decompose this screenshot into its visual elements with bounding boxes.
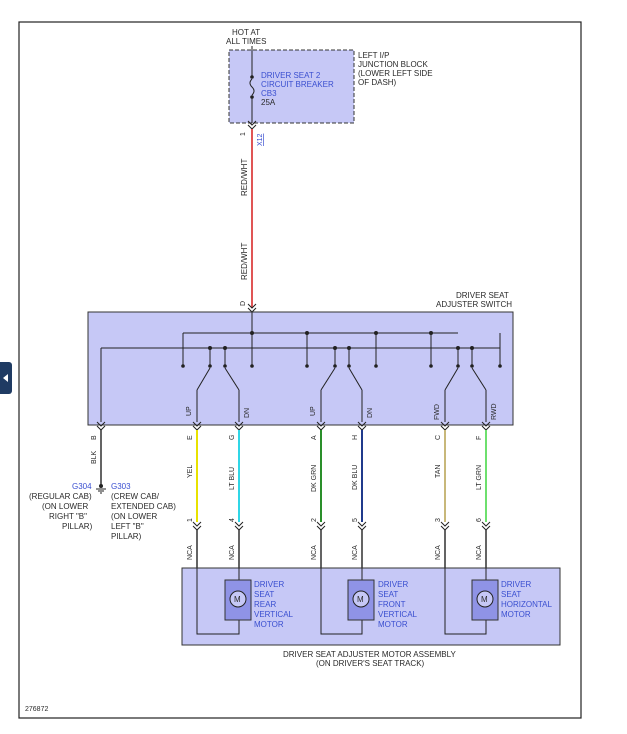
ground-g304[interactable]: G304 (72, 482, 92, 491)
pin-f: F (476, 436, 483, 440)
motor-1-label-3: REAR (254, 600, 276, 609)
dir-label-front-dn: DN (367, 408, 374, 418)
nca-3: NCA (311, 545, 318, 560)
wire-label-yel: YEL (187, 465, 194, 478)
diagram-frame (18, 21, 582, 719)
pin-c: C (435, 435, 442, 440)
motor-3-label-1: DRIVER (501, 580, 531, 589)
nca-1: NCA (187, 545, 194, 560)
nca-6: NCA (476, 545, 483, 560)
chevron-left-icon (3, 374, 8, 382)
motor-3-label-2: SEAT (501, 590, 521, 599)
nca-5: NCA (435, 545, 442, 560)
motor-1-label-4: VERTICAL (254, 610, 294, 619)
g303-desc-4: LEFT "B" (111, 522, 144, 531)
dir-label-rear-up: UP (186, 406, 193, 416)
wire-label-tan: TAN (435, 465, 442, 478)
driver-seat-adjuster-switch (87, 311, 514, 426)
breaker-name-2: CIRCUIT BREAKER (261, 80, 334, 89)
wire-label-blk: BLK (91, 450, 98, 464)
motor-pin-4: 4 (229, 518, 236, 522)
dir-label-rwd: RWD (491, 403, 498, 420)
connector-x12[interactable]: X12 (257, 133, 264, 146)
breaker-rating: 25A (261, 98, 276, 107)
motor-1-label-1: DRIVER (254, 580, 284, 589)
g304-desc-3: RIGHT "B" (49, 512, 87, 521)
motor-2-symbol: M (357, 595, 364, 604)
wire-label-dk-blu: DK BLU (352, 465, 359, 490)
switch-title-1: DRIVER SEAT (456, 291, 509, 300)
circuit-breaker-icon (249, 78, 255, 96)
dir-label-rear-dn: DN (244, 408, 251, 418)
pin-e: E (187, 435, 194, 440)
breaker-name-1: DRIVER SEAT 2 (261, 71, 321, 80)
motor-pin-3: 3 (435, 518, 442, 522)
breaker-name-3: CB3 (261, 89, 277, 98)
motor-pin-6: 6 (476, 518, 483, 522)
dir-label-front-up: UP (310, 406, 317, 416)
pin-a: A (311, 435, 318, 440)
g304-desc-1: (REGULAR CAB) (29, 492, 92, 501)
wire-label-lt-blu: LT BLU (229, 467, 236, 490)
g304-desc-2: (ON LOWER (42, 502, 88, 511)
junction-block-label-3: (LOWER LEFT SIDE (358, 69, 433, 78)
motor-1-label-5: MOTOR (254, 620, 284, 629)
ground-icon (96, 488, 106, 494)
motor-icon (229, 590, 247, 608)
g303-desc-1: (CREW CAB/ (111, 492, 160, 501)
nca-4: NCA (352, 545, 359, 560)
breaker-pin: 1 (240, 132, 247, 136)
hot-label-line2: ALL TIMES (226, 37, 266, 46)
motor-2-label-3: FRONT (378, 600, 406, 609)
nca-2: NCA (229, 545, 236, 560)
switch-title-2: ADJUSTER SWITCH (436, 300, 512, 309)
hot-label-line1: HOT AT (232, 28, 260, 37)
motor-icon (476, 590, 494, 608)
motor-1-label-2: SEAT (254, 590, 274, 599)
motor-3-label-3: HORIZONTAL (501, 600, 553, 609)
junction-block-label-1: LEFT I/P (358, 51, 389, 60)
assembly-title: DRIVER SEAT ADJUSTER MOTOR ASSEMBLY (283, 650, 456, 659)
junction-block (228, 49, 355, 124)
motor-2-label-4: VERTICAL (378, 610, 418, 619)
pin-g: G (229, 435, 236, 440)
motor-3-symbol: M (481, 595, 488, 604)
g303-desc-5: PILLAR) (111, 532, 142, 541)
motor-3-label-4: MOTOR (501, 610, 531, 619)
motor-pin-2: 2 (311, 518, 318, 522)
junction-block-label-4: OF DASH) (358, 78, 397, 87)
g304-desc-4: PILLAR) (62, 522, 93, 531)
g303-desc-2: EXTENDED CAB) (111, 502, 176, 511)
figure-number: 276872 (25, 706, 48, 713)
junction-block-label-2: JUNCTION BLOCK (358, 60, 428, 69)
motor-pin-1: 1 (187, 518, 194, 522)
g303-desc-3: (ON LOWER (111, 512, 157, 521)
dir-label-fwd: FWD (434, 404, 441, 420)
wire-label-red-wht-2: RED/WHT (240, 243, 249, 280)
motor-1-symbol: M (234, 595, 241, 604)
ground-g303[interactable]: G303 (111, 482, 131, 491)
motor-2-label-2: SEAT (378, 590, 398, 599)
switch-internal-wiring (100, 312, 501, 422)
motor-icon (352, 590, 370, 608)
wire-label-dk-grn: DK GRN (311, 465, 318, 492)
wire-label-lt-grn: LT GRN (476, 465, 483, 490)
pin-h: H (352, 435, 359, 440)
motor-2-label-5: MOTOR (378, 620, 408, 629)
motor-pin-5: 5 (352, 518, 359, 522)
wire-label-red-wht-1: RED/WHT (240, 159, 249, 196)
side-panel-toggle[interactable] (0, 362, 12, 394)
assembly-location: (ON DRIVER'S SEAT TRACK) (316, 659, 425, 668)
motor-2-label-1: DRIVER (378, 580, 408, 589)
switch-feed-pin: D (240, 301, 247, 306)
pin-b: B (91, 435, 98, 440)
